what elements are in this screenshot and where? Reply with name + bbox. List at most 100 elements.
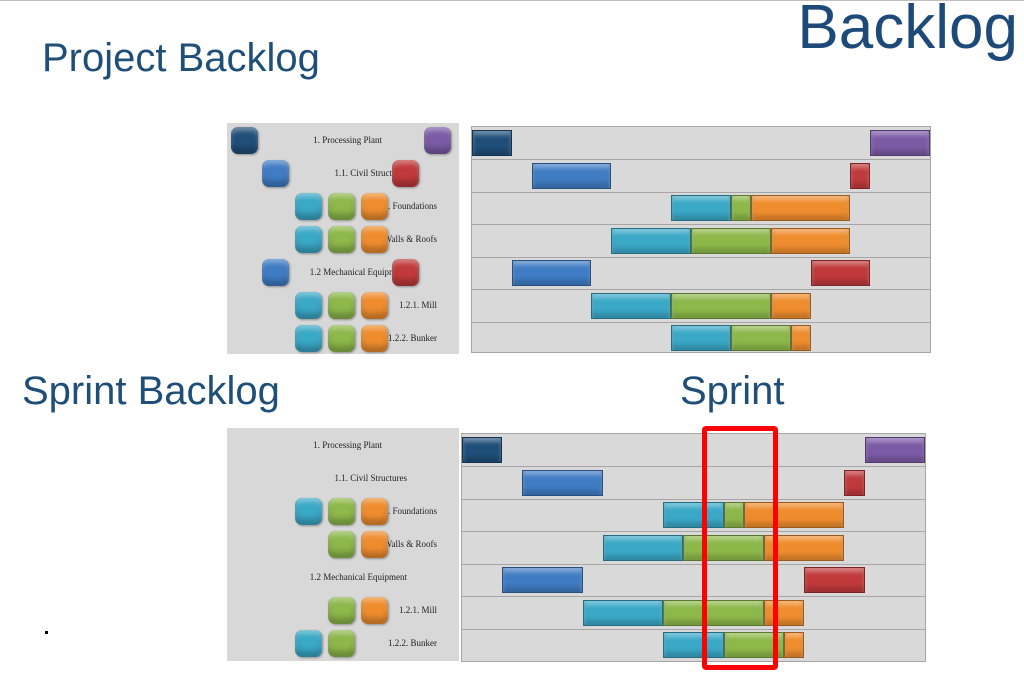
orange-gantt-bar [750,195,851,221]
orange-gantt-bar [784,632,805,658]
dark-blue-gantt-bar [472,130,512,156]
gantt-row [472,127,930,160]
red-task-tile [392,160,419,187]
green-task-tile [328,193,355,220]
orange-task-tile [361,498,388,525]
wbs-row-label: 1.1.1. Foundations [369,201,437,211]
wbs-row-label: 1.1.1. Foundations [369,506,437,516]
red-gantt-bar [844,469,865,496]
purple-gantt-bar [864,437,925,463]
sprint-gantt-chart [461,433,926,662]
gantt-row [472,322,930,355]
dark-blue-gantt-bar [462,437,503,463]
blue-gantt-bar [522,469,603,496]
gantt-row [462,564,925,597]
green-task-tile [328,498,355,525]
cyan-task-tile [295,226,322,253]
green-task-tile [328,630,355,657]
gantt-row [472,160,930,193]
wbs-row-label: 1.2 Mechanical Equipment [309,267,407,277]
gantt-row [462,532,925,565]
wbs-row: 1.1. Civil Structures [227,157,459,190]
blue-task-tile [262,160,289,187]
purple-task-tile [424,127,451,154]
orange-task-tile [361,226,388,253]
wbs-row-label: 1.1. Civil Structures [334,473,408,483]
project-gantt-chart [471,126,931,353]
wbs-row: 1.1. Civil Structures [227,462,459,495]
green-gantt-bar [683,534,764,561]
gantt-row [462,597,925,630]
wbs-row: 1.2 Mechanical Equipment [227,256,459,289]
cyan-gantt-bar [663,502,724,528]
project-backlog-heading: Project Backlog [42,36,320,80]
cyan-task-tile [295,292,322,319]
gantt-row [472,192,930,225]
green-task-tile [328,531,355,558]
dark-blue-task-tile [231,127,258,154]
green-task-tile [328,325,355,352]
purple-gantt-bar [870,130,930,156]
wbs-row-label: 1. Processing Plant [313,135,382,145]
red-task-tile [392,259,419,286]
bullet-dot [45,631,48,634]
sprint-backlog-wbs-panel: 1. Processing Plant 1.1. Civil Structures… [227,428,459,661]
wbs-row: 1.2.1. Mill [227,289,459,322]
wbs-row: 1.2 Mechanical Equipment [227,561,459,594]
orange-task-tile [361,292,388,319]
top-divider-line [0,0,1024,1]
wbs-row: 1. Processing Plant [227,124,459,157]
wbs-row: 1.1.2. Walls & Roofs [227,528,459,561]
green-gantt-bar [723,502,744,528]
cyan-gantt-bar [602,534,684,561]
cyan-gantt-bar [671,325,731,351]
orange-task-tile [361,325,388,352]
orange-gantt-bar [770,227,851,254]
wbs-row-label: 1.2.2. Bunker [388,333,437,343]
sprint-backlog-heading: Sprint Backlog [22,369,280,413]
red-gantt-bar [850,162,871,189]
cyan-gantt-bar [671,195,731,221]
orange-gantt-bar [770,292,811,319]
cyan-gantt-bar [611,227,692,254]
orange-gantt-bar [763,599,805,626]
wbs-row: 1.2.2. Bunker [227,322,459,355]
wbs-row-label: 1.1. Civil Structures [334,168,408,178]
slide-title: Backlog [797,0,1018,62]
wbs-row-label: 1.2.1. Mill [398,605,437,615]
sprint-heading: Sprint [680,369,785,413]
red-gantt-bar [804,567,865,593]
wbs-row: 1.1.1. Foundations [227,495,459,528]
orange-task-tile [361,531,388,558]
orange-task-tile [361,597,388,624]
wbs-row: 1.2.2. Bunker [227,627,459,660]
green-task-tile [328,597,355,624]
wbs-row: 1.1.2. Walls & Roofs [227,223,459,256]
gantt-row [462,629,925,662]
gantt-row [472,290,930,323]
cyan-task-tile [295,193,322,220]
gantt-row [472,257,930,290]
blue-gantt-bar [531,162,612,189]
cyan-gantt-bar [591,292,672,319]
wbs-row-label: 1.1.2. Walls & Roofs [361,539,437,549]
wbs-row-label: 1.1.2. Walls & Roofs [361,234,437,244]
wbs-row-label: 1.2.1. Mill [398,300,437,310]
green-gantt-bar [691,227,771,254]
cyan-gantt-bar [663,632,724,658]
green-gantt-bar [663,599,764,626]
wbs-row-label: 1.2.2. Bunker [388,638,437,648]
green-gantt-bar [730,195,751,221]
cyan-gantt-bar [582,599,664,626]
orange-task-tile [361,193,388,220]
blue-gantt-bar [511,260,592,286]
blue-task-tile [262,259,289,286]
cyan-task-tile [295,630,322,657]
gantt-row [462,467,925,500]
green-task-tile [328,292,355,319]
wbs-row-label: 1. Processing Plant [313,440,382,450]
wbs-row: 1.1.1. Foundations [227,190,459,223]
project-backlog-wbs-panel: 1. Processing Plant 1.1. Civil Structures… [227,123,459,354]
orange-gantt-bar [743,502,845,528]
wbs-row: 1.2.1. Mill [227,594,459,627]
